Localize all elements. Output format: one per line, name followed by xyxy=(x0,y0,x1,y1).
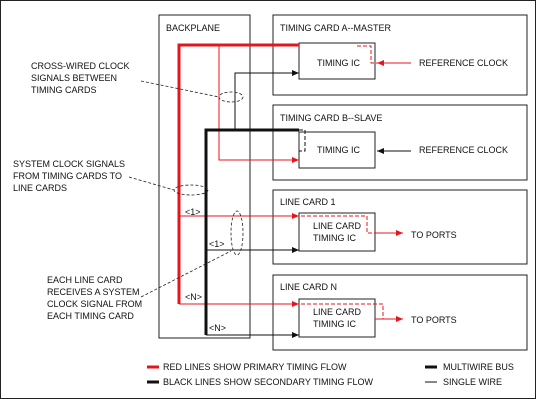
each-line-card-annotation-4: EACH TIMING CARD xyxy=(47,311,134,321)
cross-wired-annotation-2: SIGNALS BETWEEN xyxy=(31,73,117,83)
timing-ic-b-label: TIMING IC xyxy=(317,145,360,155)
line-card-1-label: LINE CARD 1 xyxy=(280,197,336,207)
line-card-1-ic-label-2: TIMING IC xyxy=(313,233,356,243)
system-clock-annotation-2: FROM TIMING CARDS TO xyxy=(13,171,122,181)
each-line-card-annotation-2: RECEIVES A SYSTEM xyxy=(47,287,140,297)
tag-n-red: <N> xyxy=(185,292,202,302)
timing-ic-a-label: TIMING IC xyxy=(317,58,360,68)
legend-single-wire-label: SINGLE WIRE xyxy=(443,377,502,387)
red-multiwire-bus xyxy=(177,43,299,304)
timing-card-b-box xyxy=(272,104,528,181)
timing-card-a-box xyxy=(272,14,528,96)
line-card-1-ic-box xyxy=(298,212,376,252)
legend-black-label: BLACK LINES SHOW SECONDARY TIMING FLOW xyxy=(163,377,374,387)
backplane-box xyxy=(158,14,251,339)
timing-card-a-label: TIMING CARD A--MASTER xyxy=(280,23,392,33)
system-clock-annotation-3: LINE CARDS xyxy=(13,183,67,193)
cross-wired-annotation-1: CROSS-WIRED CLOCK xyxy=(31,61,130,71)
red-line-card-1-internal xyxy=(301,215,375,234)
line-card-n-label: LINE CARD N xyxy=(280,282,337,292)
each-line-card-ellipse xyxy=(230,210,244,256)
system-clock-annotation-1: SYSTEM CLOCK SIGNALS xyxy=(13,159,125,169)
to-ports-n-label: TO PORTS xyxy=(411,315,457,325)
timing-card-b-label: TIMING CARD B--SLAVE xyxy=(280,113,382,123)
line-card-n-box xyxy=(272,274,528,351)
legend-multiwire-label: MULTIWIRE BUS xyxy=(443,362,514,372)
line-card-1-box xyxy=(272,189,528,265)
cross-wired-annotation-3: TIMING CARDS xyxy=(31,85,97,95)
line-card-1-ic-label-1: LINE CARD xyxy=(313,221,362,231)
reference-clock-b-label: REFERENCE CLOCK xyxy=(419,145,508,155)
black-multiwire-bus xyxy=(204,128,299,335)
red-line-card-n-internal xyxy=(301,303,384,319)
black-ic-b-internal xyxy=(299,129,306,152)
backplane-label: BACKPLANE xyxy=(166,23,220,33)
red-ic-a-internal xyxy=(357,45,377,64)
reference-clock-a-label: REFERENCE CLOCK xyxy=(419,58,508,68)
cross-wired-leader xyxy=(140,80,220,98)
timing-ic-b-box xyxy=(298,131,376,169)
tag-1-black: <1> xyxy=(209,239,225,249)
red-cross-wire-to-card-b xyxy=(218,45,299,163)
to-ports-1-label: TO PORTS xyxy=(411,230,457,240)
each-line-card-annotation-1: EACH LINE CARD xyxy=(47,275,123,285)
timing-ic-a-box xyxy=(298,42,376,80)
cross-wired-ellipse xyxy=(218,91,244,103)
system-clock-leader xyxy=(128,176,175,191)
tag-1-red: <1> xyxy=(185,207,201,217)
black-cross-wire-to-card-a xyxy=(234,70,299,130)
legend-red-label: RED LINES SHOW PRIMARY TIMING FLOW xyxy=(163,362,347,372)
line-card-n-ic-label-2: TIMING IC xyxy=(313,319,356,329)
tag-n-black: <N> xyxy=(209,323,226,333)
each-line-card-annotation-3: CLOCK SIGNAL FROM xyxy=(47,299,142,309)
line-card-n-ic-label-1: LINE CARD xyxy=(313,307,362,317)
each-line-card-leader xyxy=(140,250,232,298)
line-card-n-ic-box xyxy=(298,298,376,338)
